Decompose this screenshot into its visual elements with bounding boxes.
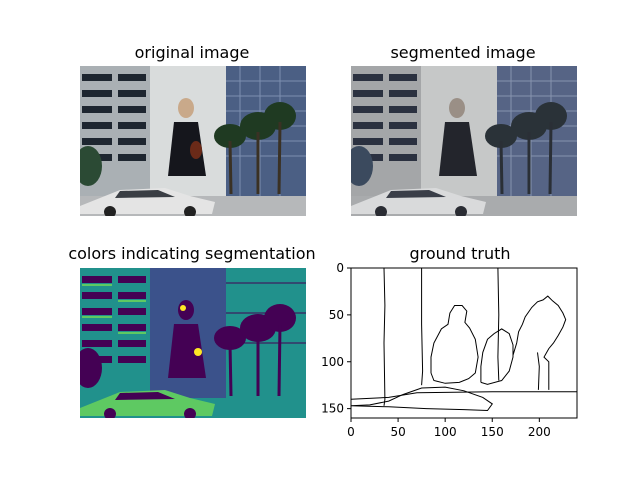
- original-image: [80, 66, 306, 216]
- ground-truth-ticks: 0 50 100 150 200 0 50 100 150: [321, 261, 551, 439]
- x-tick-label: 0: [347, 425, 355, 439]
- x-tick-label: 50: [390, 425, 405, 439]
- y-tick-label: 150: [321, 402, 344, 416]
- ground-truth-contour-8: [537, 352, 540, 390]
- segmented-image: [351, 66, 577, 216]
- ground-truth-axes-frame: [350, 267, 578, 419]
- y-tick-label: 50: [329, 308, 344, 322]
- ground-truth-contour-7: [512, 295, 567, 390]
- ground-truth-contour-2: [497, 267, 500, 381]
- panel-title-ground-truth: ground truth: [409, 244, 511, 263]
- ground-truth-contour-5: [430, 305, 479, 384]
- segmentation-labels-image: [80, 268, 306, 418]
- panel-title-original: original image: [134, 43, 250, 62]
- ground-truth-contour-1: [421, 268, 424, 386]
- panel-title-colors: colors indicating segmentation: [68, 244, 316, 263]
- x-tick-label: 150: [481, 425, 504, 439]
- panel-title-segmented: segmented image: [390, 43, 536, 62]
- ground-truth-contour-4: [350, 386, 494, 412]
- y-tick-label: 0: [336, 261, 344, 275]
- ground-truth-contours: [350, 267, 577, 412]
- ground-truth-contour-6: [480, 328, 514, 385]
- y-tick-label: 100: [321, 355, 344, 369]
- x-tick-label: 100: [434, 425, 457, 439]
- x-tick-label: 200: [528, 425, 551, 439]
- ground-truth-contour-3: [350, 391, 577, 400]
